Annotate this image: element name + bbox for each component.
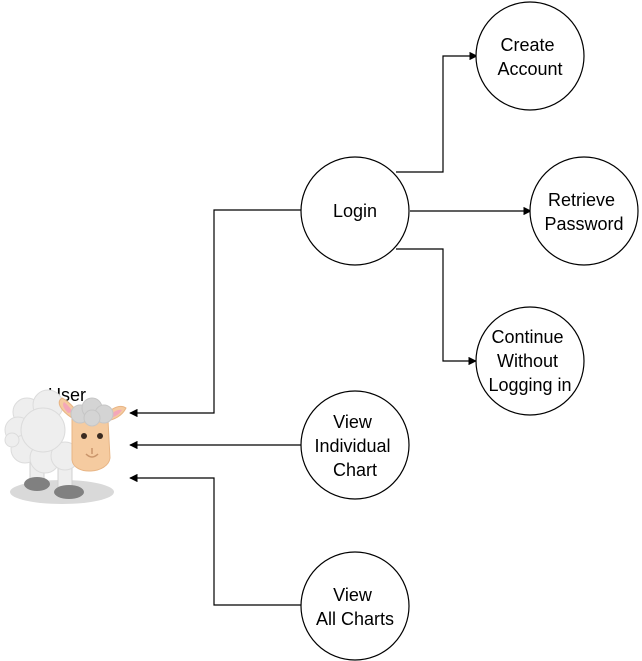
sheep-icon (4, 389, 127, 504)
node-view-all-charts[interactable]: View All Charts (300, 551, 410, 661)
node-continue-without-login-line-1: Continue (491, 327, 563, 347)
node-login-label: Login (333, 201, 377, 221)
node-retrieve-password-label: Retrieve Password (544, 190, 623, 234)
connector-login-to-continue-without-login (396, 248, 477, 366)
node-view-individual-chart-label: View Individual Chart (314, 412, 395, 480)
node-retrieve-password-circle[interactable] (529, 156, 639, 266)
node-continue-without-login[interactable]: Continue Without Logging in (475, 306, 585, 416)
node-view-individual-chart-circle[interactable] (300, 390, 410, 500)
node-continue-without-login-label: Continue Without Logging in (488, 327, 571, 395)
node-login[interactable]: Login (300, 156, 410, 266)
node-create-account-line-1: Create (500, 35, 554, 55)
node-view-all-charts-line-1: View (333, 585, 373, 605)
node-view-individual-chart-line-3: Chart (333, 460, 377, 480)
node-login-line-1: Login (333, 201, 377, 221)
node-retrieve-password-line-2: Password (544, 214, 623, 234)
node-view-all-charts-circle[interactable] (300, 551, 410, 661)
connectors (129, 51, 532, 606)
node-create-account-line-2: Account (497, 59, 562, 79)
node-view-all-charts-line-2: All Charts (316, 609, 394, 629)
node-continue-without-login-circle[interactable] (475, 306, 585, 416)
node-create-account-circle[interactable] (475, 1, 585, 111)
node-view-individual-chart-line-2: Individual (314, 436, 390, 456)
node-create-account-label: Create Account (497, 35, 562, 79)
actor-user[interactable]: User (4, 385, 127, 504)
node-create-account[interactable]: Create Account (475, 1, 585, 111)
node-view-individual-chart[interactable]: View Individual Chart (300, 390, 410, 500)
node-view-all-charts-label: View All Charts (316, 585, 394, 629)
node-retrieve-password[interactable]: Retrieve Password (529, 156, 639, 266)
node-retrieve-password-line-1: Retrieve (548, 190, 615, 210)
connector-login-to-user (129, 209, 302, 418)
node-view-individual-chart-line-1: View (333, 412, 373, 432)
connector-all-charts-to-user (129, 473, 302, 606)
node-login-circle[interactable] (300, 156, 410, 266)
node-continue-without-login-line-3: Logging in (488, 375, 571, 395)
connector-login-to-create-account (396, 51, 478, 173)
node-continue-without-login-line-2: Without (497, 351, 558, 371)
